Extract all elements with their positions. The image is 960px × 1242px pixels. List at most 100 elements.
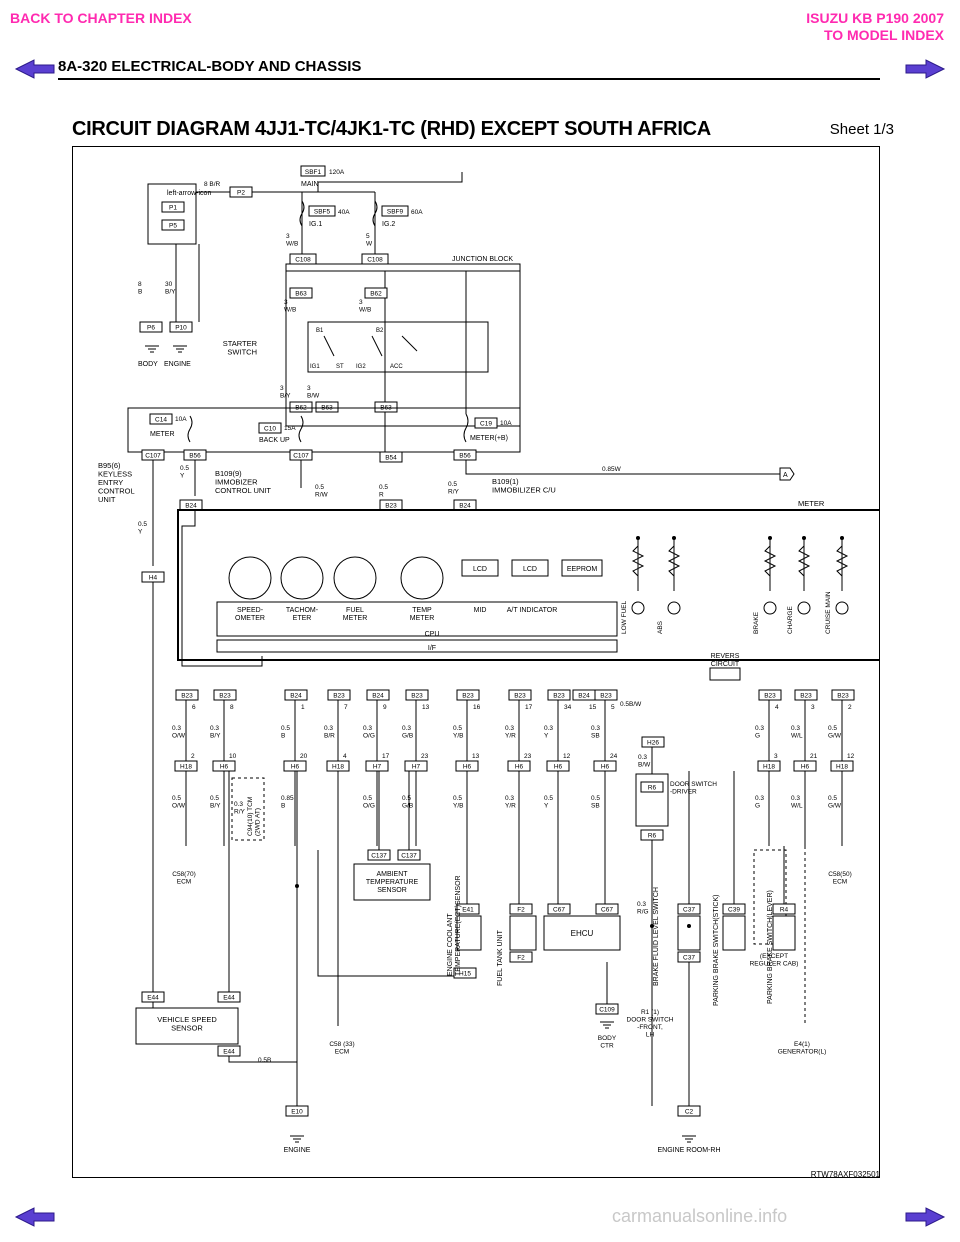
components-layer [127,165,880,1143]
park-lever-r4 [772,903,796,915]
revers-circuit-box [709,667,741,681]
wire-label-085w: 0.85W [602,466,622,473]
park-stick-switch [722,915,746,951]
lamp-icon-0 [631,601,645,615]
starter-block [285,270,521,427]
meter-pin-conn-6 [456,689,480,701]
fuel-f2-bottom-label: F2 [517,955,525,962]
meter-pin-conn-5-label: B23 [411,693,423,700]
b56-right-bus [465,460,787,475]
fuel-f2-top [509,903,533,915]
ig1-fuse-box [308,205,336,217]
brake-fluid-switch [677,915,701,951]
mid-conn-5 [404,760,428,772]
mid-conn-12-label: H6 [801,764,810,771]
left-arrow-icon[interactable] [14,58,56,80]
ig1-fuse-label: IG.1 [309,221,322,228]
brake-c37-bottom [677,951,701,963]
mid-conn-6-label: H6 [463,764,472,771]
ambient-c137-r [397,849,421,861]
door-r6-bottom [640,829,664,841]
meter-pin-12: 3 [811,704,815,711]
mid-pin-12: 21 [810,753,818,760]
starter-b63-label: B63 [295,291,307,298]
ambient-c137-r-label: C137 [401,853,417,860]
mid-pin-11: 3 [774,753,778,760]
fuse-b54 [379,451,403,463]
splice-dot [802,536,806,540]
meter-pin-conn-4 [366,689,390,701]
ig1-fuse [299,200,305,227]
h15-route [317,850,454,977]
mid-conn-7-label: H6 [515,764,524,771]
back-to-chapter-index-link[interactable]: BACK TO CHAPTER INDEX [10,10,192,26]
fuse-c19-symbol [463,413,469,443]
ehcu-c67-r-label: C67 [601,907,613,914]
ehcu-box [543,915,621,951]
generator-label: E4(1)GENERATOR(L) [778,1041,827,1056]
ambient-sensor-box [353,863,431,901]
meter-pin-conn-3 [327,689,351,701]
h26-conn-label: H26 [647,740,659,747]
h4-left-label: H4 [149,575,158,582]
main-fuse-box [300,165,326,177]
gauge-label-1: TACHOM-ETER [286,607,319,622]
meter-label: METER [798,499,825,508]
meter-pin-conn-3-label: B23 [333,693,345,700]
c108-right-label: C108 [367,257,383,264]
b109-1-label: B109(1)IMMOBILIZER C/U [492,477,556,495]
bottom-left-arrow-icon[interactable] [14,1206,56,1228]
meter-pin-8: 34 [564,704,572,711]
starter-b63-bottom [315,401,339,413]
mid-conn-4-label: H7 [373,764,382,771]
fuse-c10-rating: 15A [284,425,296,432]
mid-conn-5-label: H7 [412,764,421,771]
mid-pin-6: 13 [472,753,480,760]
mid-conn-13-label: H18 [836,764,848,771]
park-lever-r4-label: R4 [780,907,789,914]
starter-pin-4: IG2 [356,364,366,370]
section-header-title: 8A-320 ELECTRICAL-BODY AND CHASSIS [58,58,362,75]
mid-conn-3 [326,760,350,772]
off-page-a-label: A [783,472,788,479]
model-index-link[interactable]: ISUZU KB P190 2007 TO MODEL INDEX [806,10,944,44]
fuse-c14-rating: 10A [175,416,187,423]
starter-contact-2 [371,335,383,357]
b24-right-label: B24 [459,503,471,510]
h26-conn [641,736,665,748]
mid-conn-11 [757,760,781,772]
col-end-0: C58(70)ECM [172,871,195,886]
meter-pin-conn-5 [405,689,429,701]
meter-pin-0: 6 [192,704,196,711]
park-stick-c39 [722,903,746,915]
meter-pin-conn-13-label: B23 [837,693,849,700]
park-lever-label: PARKING BRAKE SWITCH(LEVER) [767,890,774,1004]
lamp-icon-1 [667,601,681,615]
meter-pin-conn-6-label: B23 [462,693,474,700]
battery-conn-p2-label: P2 [237,190,245,197]
lcd-2-label: LCD [523,566,537,573]
fuse-meter-b-label: METER(+B) [470,435,508,442]
to-model-index-text: TO MODEL INDEX [823,27,944,43]
fuse-b54-label: B54 [385,455,397,462]
battery-neg-connector-label: P5 [169,223,177,230]
meter-pin-2: 1 [301,704,305,711]
mid-pin-3: 4 [343,753,347,760]
door-r6-bottom-label: R6 [648,833,657,840]
right-arrow-icon[interactable] [904,58,946,80]
ehcu-c67-r [595,903,619,915]
bottom-right-arrow-icon[interactable] [904,1206,946,1228]
mid-pin-13: 12 [847,753,855,760]
